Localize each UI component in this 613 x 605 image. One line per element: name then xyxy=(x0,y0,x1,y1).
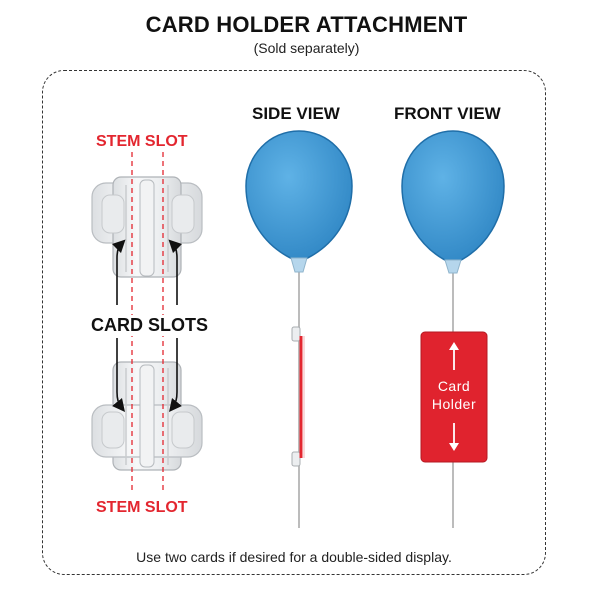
diagram-panel xyxy=(42,70,546,575)
stem-slot-guides xyxy=(131,152,164,492)
page-title: CARD HOLDER ATTACHMENT xyxy=(145,12,468,37)
front-card-holder xyxy=(420,331,488,463)
page-subtitle: (Sold separately) xyxy=(253,40,360,56)
footer-note: Use two cards if desired for a double-si… xyxy=(136,549,452,565)
bottom-clip-illustration xyxy=(91,361,203,471)
stem-slot-top-label: STEM SLOT xyxy=(96,133,188,150)
card-label-line2: Holder xyxy=(431,396,477,412)
card-label-line1: Card xyxy=(437,378,471,394)
side-view-label: SIDE VIEW xyxy=(252,104,340,123)
stem-slot-bottom-label: STEM SLOT xyxy=(96,499,188,516)
card-slot-arrows xyxy=(111,239,183,412)
side-view-balloon xyxy=(245,130,353,528)
top-clip-illustration xyxy=(91,176,203,278)
card-slots-label: CARD SLOTS xyxy=(89,315,210,336)
front-view-balloon xyxy=(401,130,505,528)
front-view-label: FRONT VIEW xyxy=(394,104,501,123)
